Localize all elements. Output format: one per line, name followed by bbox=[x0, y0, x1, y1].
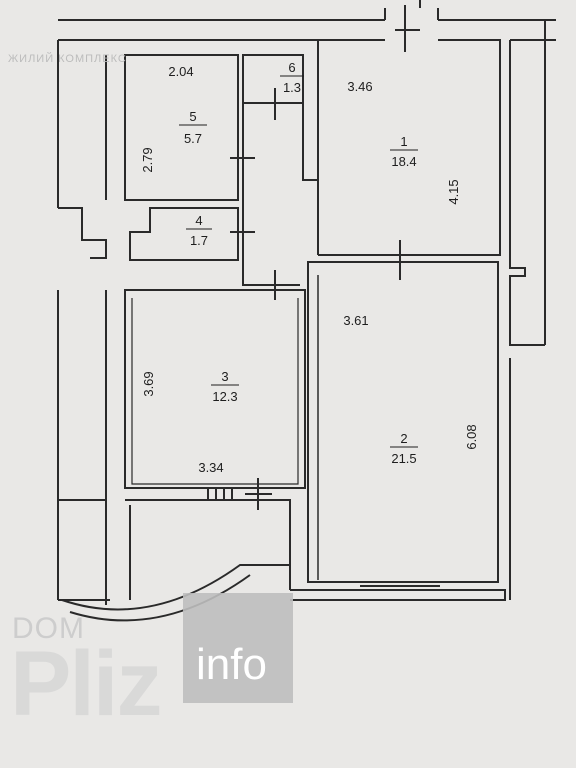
watermark-info: info bbox=[196, 640, 267, 689]
dim-room1-height: 4.15 bbox=[446, 179, 461, 204]
exterior-wall-top bbox=[58, 19, 556, 41]
room-5-outline bbox=[124, 54, 239, 201]
room-4-area: 1.7 bbox=[190, 233, 208, 248]
room-1-area: 18.4 bbox=[391, 154, 416, 169]
room-3-area: 12.3 bbox=[212, 389, 237, 404]
room-5-number: 5 bbox=[189, 109, 196, 124]
dim-room1-width: 3.46 bbox=[347, 79, 372, 94]
exterior-wall-right bbox=[509, 20, 546, 600]
wall-notch bbox=[58, 207, 107, 259]
room-4-outline bbox=[129, 207, 239, 261]
room-2-area: 21.5 bbox=[391, 451, 416, 466]
room-4-number: 4 bbox=[195, 213, 202, 228]
dim-room2-width: 3.61 bbox=[343, 313, 368, 328]
dim-room5-height: 2.79 bbox=[140, 147, 155, 172]
dim-room2-height: 6.08 bbox=[464, 424, 479, 449]
watermark-pliz: Pliz bbox=[10, 633, 162, 735]
room-6-number: 6 bbox=[288, 60, 295, 75]
window-marks bbox=[207, 488, 440, 591]
balcony-right bbox=[290, 589, 506, 601]
room-2-outline bbox=[307, 261, 499, 583]
room-1-outline bbox=[317, 39, 501, 256]
ghost-text: ЖИЛИЙ КОМПЛЕКС bbox=[8, 52, 127, 65]
room-2-number: 2 bbox=[400, 431, 407, 446]
room-6-area: 1.3 bbox=[283, 80, 301, 95]
room-3-number: 3 bbox=[221, 369, 228, 384]
watermark-dom: DOM bbox=[12, 612, 85, 645]
corridor-outline bbox=[242, 40, 319, 286]
dim-room3-width: 3.34 bbox=[198, 460, 223, 475]
room-1-number: 1 bbox=[400, 134, 407, 149]
bottom-walls bbox=[58, 499, 291, 605]
dim-room5-width: 2.04 bbox=[168, 64, 193, 79]
dim-room3-height: 3.69 bbox=[141, 371, 156, 396]
curved-wall bbox=[61, 564, 290, 622]
watermark-box bbox=[183, 593, 293, 703]
door-swings bbox=[230, 5, 420, 510]
room-5-area: 5.7 bbox=[184, 131, 202, 146]
top-fixtures bbox=[384, 0, 439, 20]
exterior-wall-left bbox=[57, 40, 107, 600]
